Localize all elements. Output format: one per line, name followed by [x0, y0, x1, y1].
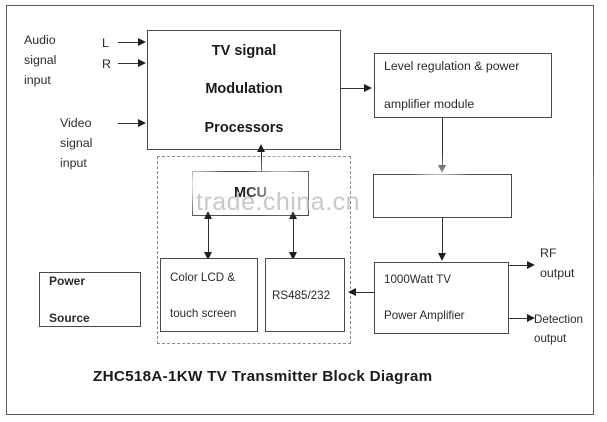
color-lcd-line-1: Color LCD &: [170, 271, 236, 285]
audio-right-channel-label: R: [102, 57, 111, 71]
color-lcd-block-label: Color LCD & touch screen: [161, 249, 257, 341]
mcu-lcd-down-arrowhead-icon: [203, 252, 212, 260]
modulation-line-3: Processors: [204, 119, 284, 136]
audio-right-arrowhead-icon: [138, 58, 146, 67]
power-source-block-label: Power Source: [40, 253, 140, 346]
modulation-block-label: TV signal Modulation Processors: [148, 23, 340, 157]
rf-output-connector: [509, 265, 530, 266]
audio-left-channel-label: L: [102, 36, 109, 50]
unlabeled-stage-block[interactable]: [373, 174, 512, 218]
color-lcd-touch-screen-block[interactable]: Color LCD & touch screen: [160, 258, 258, 332]
audio-left-arrowhead-icon: [138, 37, 146, 46]
level-regulation-line-1: Level regulation & power: [384, 58, 520, 73]
rs485-line-1: RS485/232: [272, 289, 331, 303]
modulation-line-2: Modulation: [205, 81, 283, 98]
mcu-serial-up-arrowhead-icon: [288, 211, 297, 219]
video-arrowhead-icon: [138, 118, 146, 127]
mcu-block[interactable]: MCU: [192, 171, 309, 216]
power-source-line-2: Source: [49, 310, 90, 325]
diagram-title: ZHC518A-1KW TV Transmitter Block Diagram: [93, 368, 433, 385]
mcu-lcd-connector: [208, 216, 209, 258]
level-to-stage-connector: [442, 118, 443, 168]
level-to-stage-arrowhead-icon: [437, 165, 446, 173]
level-regulation-line-2: amplifier module: [384, 97, 475, 112]
power-amplifier-block[interactable]: 1000Watt TV Power Amplifier: [374, 262, 509, 334]
rf-output-label: RF output: [540, 246, 575, 281]
audio-left-connector: [118, 42, 140, 43]
mcu-to-modulation-connector: [261, 150, 262, 172]
power-amplifier-block-label: 1000Watt TV Power Amplifier: [375, 253, 508, 343]
audio-right-connector: [118, 63, 140, 64]
modulation-to-level-connector: [341, 88, 367, 89]
tv-signal-modulation-processors-block[interactable]: TV signal Modulation Processors: [147, 30, 341, 150]
mcu-block-label: MCU: [233, 184, 268, 201]
rs485-block-label: RS485/232: [266, 267, 344, 323]
detection-output-label: Detection output: [534, 313, 583, 345]
power-source-block[interactable]: Power Source: [39, 272, 141, 327]
mcu-to-modulation-arrowhead-icon: [256, 144, 265, 152]
detection-output-arrowhead-icon: [527, 313, 535, 322]
power-amplifier-line-1: 1000Watt TV: [384, 273, 452, 287]
mcu-serial-connector: [293, 216, 294, 258]
modulation-line-1: TV signal: [211, 43, 277, 60]
power-source-line-1: Power: [49, 273, 86, 288]
color-lcd-line-2: touch screen: [170, 306, 237, 320]
amplifier-to-control-connector: [355, 292, 375, 293]
audio-signal-input-label: Audio signal input: [24, 33, 57, 88]
stage-to-amplifier-connector: [442, 218, 443, 256]
amplifier-to-control-arrowhead-icon: [348, 287, 356, 296]
detection-output-connector: [509, 318, 530, 319]
level-regulation-power-amplifier-module-block[interactable]: Level regulation & power amplifier modul…: [374, 53, 552, 118]
rf-output-arrowhead-icon: [527, 260, 535, 269]
video-connector: [118, 123, 140, 124]
mcu-serial-down-arrowhead-icon: [288, 252, 297, 260]
power-amplifier-line-2: Power Amplifier: [384, 308, 465, 322]
mcu-lcd-up-arrowhead-icon: [203, 211, 212, 219]
level-regulation-block-label: Level regulation & power amplifier modul…: [375, 38, 551, 133]
rs485-232-block[interactable]: RS485/232: [265, 258, 345, 332]
stage-to-amplifier-arrowhead-icon: [437, 253, 446, 261]
modulation-to-level-arrowhead-icon: [364, 83, 372, 92]
